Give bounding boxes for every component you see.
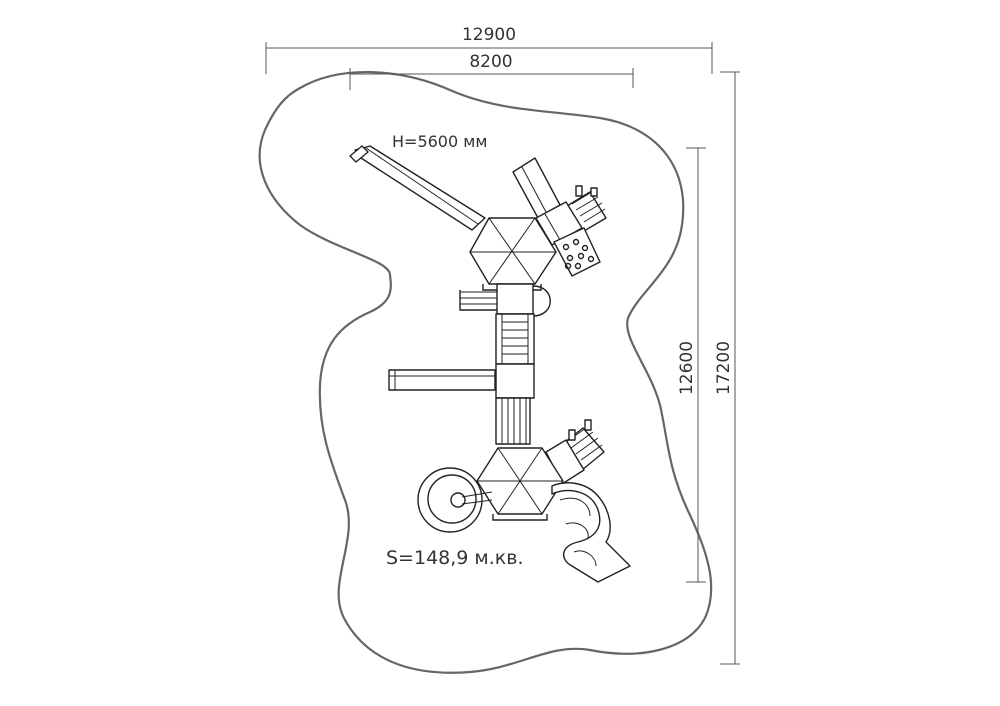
inner-height-label: 12600 xyxy=(677,341,697,395)
lower-hexagon-roof xyxy=(476,447,564,521)
lower-right-tube-slide xyxy=(551,482,631,583)
overall-height-label: 17200 xyxy=(714,341,734,395)
upper-central-platform xyxy=(496,283,551,317)
top-slide xyxy=(349,145,486,231)
dimension-overall-width: 12900 xyxy=(265,25,713,74)
dimension-inner-width: 8200 xyxy=(349,52,634,90)
safety-zone-outline xyxy=(258,70,713,674)
top-right-ladder xyxy=(566,185,607,232)
dimension-overall-height: 17200 xyxy=(714,71,740,665)
area-note: S=148,9 м.кв. xyxy=(386,547,524,569)
central-stairs xyxy=(495,397,531,445)
dimension-inner-height: 12600 xyxy=(677,147,706,583)
height-note: H=5600 мм xyxy=(392,132,487,151)
upper-left-short-slide xyxy=(459,290,498,311)
central-bridge xyxy=(495,313,535,365)
lower-central-platform xyxy=(495,363,535,399)
inner-width-label: 8200 xyxy=(469,52,512,72)
overall-width-label: 12900 xyxy=(462,25,516,45)
lower-left-spiral-slide xyxy=(417,467,493,533)
middle-left-slide xyxy=(388,369,496,391)
climbing-wall xyxy=(553,227,601,277)
